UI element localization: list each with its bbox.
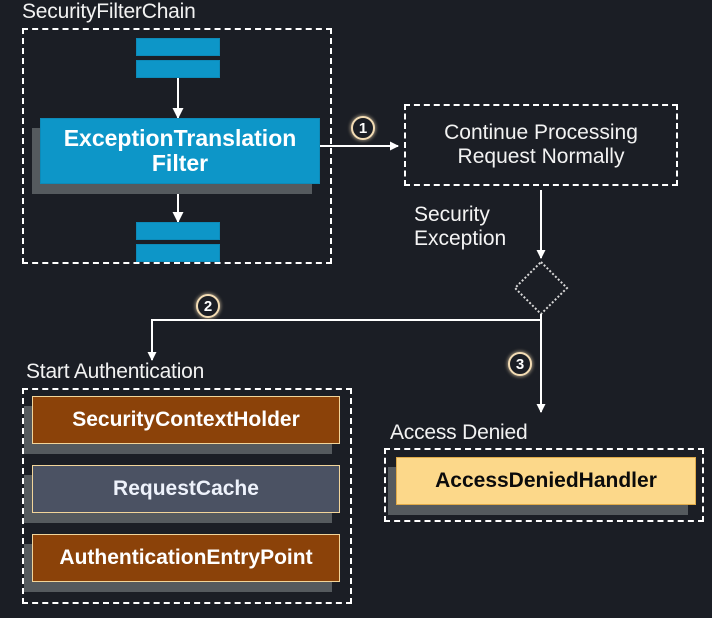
node-security-context-holder[interactable]: SecurityContextHolder [24, 396, 340, 454]
step-badge-1: 1 [351, 116, 375, 140]
wire-decision-to-start-auth [147, 314, 542, 361]
node-authentication-entry-point[interactable]: AuthenticationEntryPoint [24, 534, 340, 592]
decision-diamond [513, 260, 569, 316]
edge-label-line1: Security [414, 203, 490, 226]
step-badge-3: 3 [508, 352, 532, 376]
node-exception-translation-filter[interactable]: ExceptionTranslation Filter [32, 118, 320, 194]
node-label: AuthenticationEntryPoint [59, 545, 313, 569]
node-label: SecurityContextHolder [72, 407, 300, 431]
node-face: AuthenticationEntryPoint [32, 534, 340, 582]
node-face: ExceptionTranslation Filter [40, 118, 320, 184]
node-request-cache[interactable]: RequestCache [24, 465, 340, 523]
node-access-denied-handler[interactable]: AccessDeniedHandler [388, 457, 696, 515]
process-label-line2: Request Normally [457, 145, 625, 168]
filter-bar-2 [136, 60, 220, 78]
filter-bar-3 [136, 222, 220, 240]
node-face: SecurityContextHolder [32, 396, 340, 444]
process-continue-request-normally[interactable]: Continue Processing Request Normally [404, 104, 678, 186]
group-box-access-denied [384, 448, 704, 522]
node-label: RequestCache [113, 476, 259, 500]
filter-bar-1 [136, 38, 220, 56]
step-badge-2: 2 [196, 294, 220, 318]
group-label-start-authentication: Start Authentication [26, 360, 205, 383]
group-box-security-filter-chain [22, 28, 332, 264]
edge-label-line2: Exception [414, 226, 507, 250]
edge-label-security-exception: Security Exception [414, 203, 506, 250]
node-label: AccessDeniedHandler [435, 468, 657, 492]
node-label-line1: ExceptionTranslation [63, 125, 297, 152]
process-label-line1: Continue Processing [444, 120, 638, 144]
group-box-start-authentication [22, 388, 352, 604]
filter-bar-4 [136, 244, 220, 262]
node-label-line2: Filter [151, 150, 209, 176]
group-label-access-denied: Access Denied [390, 421, 528, 444]
node-face: RequestCache [32, 465, 340, 513]
group-label-security-filter-chain: SecurityFilterChain [22, 0, 196, 23]
node-face: AccessDeniedHandler [396, 457, 696, 505]
